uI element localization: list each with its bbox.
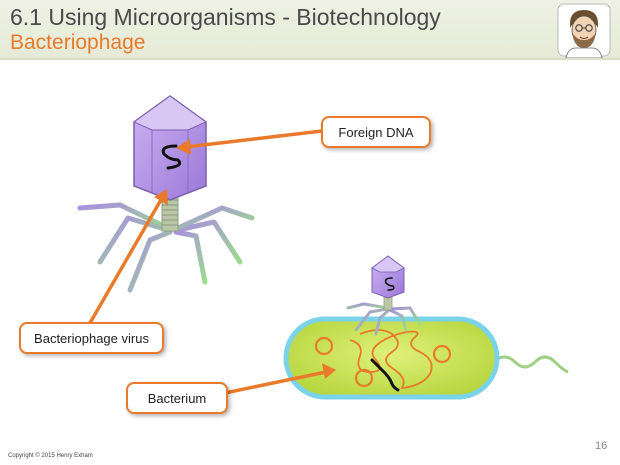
label-bacteriophage-virus: Bacteriophage virus xyxy=(19,322,164,354)
inserted-phage-dna xyxy=(370,358,400,392)
label-foreign-dna: Foreign DNA xyxy=(321,116,431,148)
bacterium-flagellum xyxy=(491,355,569,374)
phage-tail-fibres xyxy=(77,202,255,293)
header-band xyxy=(0,0,620,60)
page-number: 16 xyxy=(595,440,608,452)
slide-title: 6.1 Using Microorganisms - Biotechnology xyxy=(10,4,441,30)
pointer-arrows xyxy=(88,129,336,395)
author-avatar xyxy=(557,3,611,58)
bacterium-cell xyxy=(283,316,569,400)
copyright-notice: Copyright © 2015 Henry Exham xyxy=(8,453,93,459)
ribosome-2 xyxy=(432,344,452,364)
small-phage xyxy=(346,255,422,336)
label-bacterium: Bacterium xyxy=(126,382,228,414)
large-phage xyxy=(77,95,255,293)
ribosome-3 xyxy=(354,368,374,388)
ribosome-1 xyxy=(314,336,334,356)
bacterial-chromosome xyxy=(349,329,433,390)
slide-subtitle: Bacteriophage xyxy=(10,31,146,54)
phage-dna-squiggle xyxy=(161,144,182,170)
